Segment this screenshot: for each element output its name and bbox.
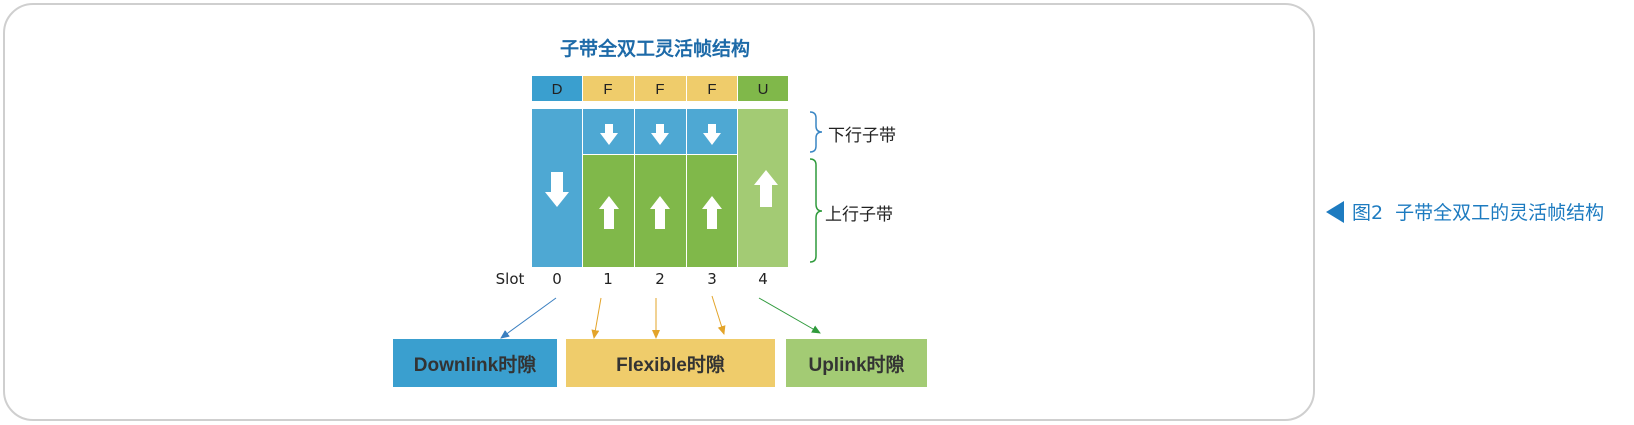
header-cell-u	[738, 76, 788, 101]
header-label-f2: F	[655, 81, 664, 98]
uplink-subband-label: 上行子带	[825, 205, 893, 225]
header-cell-d	[532, 76, 582, 101]
slot1-to-flexible-arrow	[591, 297, 602, 339]
slot-number-4: 4	[758, 270, 768, 288]
slot-number-2: 2	[655, 270, 665, 288]
slot3-to-flexible-arrow	[711, 295, 726, 335]
header-label-f3: F	[707, 81, 716, 98]
header-cell-f3	[687, 76, 737, 101]
slot4-to-uplink-arrow	[758, 297, 821, 334]
header-cell-f2	[635, 76, 686, 101]
figure-caption: 图2 子带全双工的灵活帧结构	[1326, 198, 1604, 225]
slot3-down-arrow	[703, 124, 721, 145]
uplink-brace	[809, 158, 823, 263]
header-row: D F F F U	[532, 76, 788, 101]
caption-figure-number: 图2	[1352, 202, 1384, 224]
slot0-down-arrow	[545, 172, 569, 207]
slot-number-3: 3	[707, 270, 717, 288]
downlink-slot-box	[393, 339, 557, 387]
slot0-to-downlink-arrow	[500, 297, 557, 339]
flexible-slot-label: Flexible时隙	[616, 354, 725, 376]
slot1-down-arrow	[600, 124, 618, 145]
slot-axis-label: Slot	[495, 270, 525, 288]
slot4-up-arrow	[754, 170, 778, 207]
uplink-slot-box	[786, 339, 927, 387]
header-label-d: D	[552, 81, 563, 98]
slot2-up-arrow	[650, 196, 670, 229]
slot2-down-arrow	[651, 124, 669, 145]
header-label-f1: F	[603, 81, 612, 98]
slot-number-0: 0	[552, 270, 562, 288]
slot-number-1: 1	[603, 270, 613, 288]
downlink-slot-label: Downlink时隙	[413, 354, 537, 376]
flexible-slot-box	[566, 339, 775, 387]
caption-text: 子带全双工的灵活帧结构	[1395, 202, 1605, 224]
downlink-subband-label: 下行子带	[828, 126, 896, 146]
slot3-up-arrow	[702, 196, 722, 229]
downlink-brace	[809, 111, 823, 153]
header-label-u: U	[758, 81, 769, 98]
uplink-slot-label: Uplink时隙	[808, 354, 905, 376]
slot1-up-arrow	[599, 196, 619, 229]
caption-triangle-icon	[1326, 200, 1344, 223]
figure-frame	[3, 3, 1315, 421]
header-cell-f1	[583, 76, 634, 101]
diagram-title: 子带全双工灵活帧结构	[559, 38, 750, 60]
